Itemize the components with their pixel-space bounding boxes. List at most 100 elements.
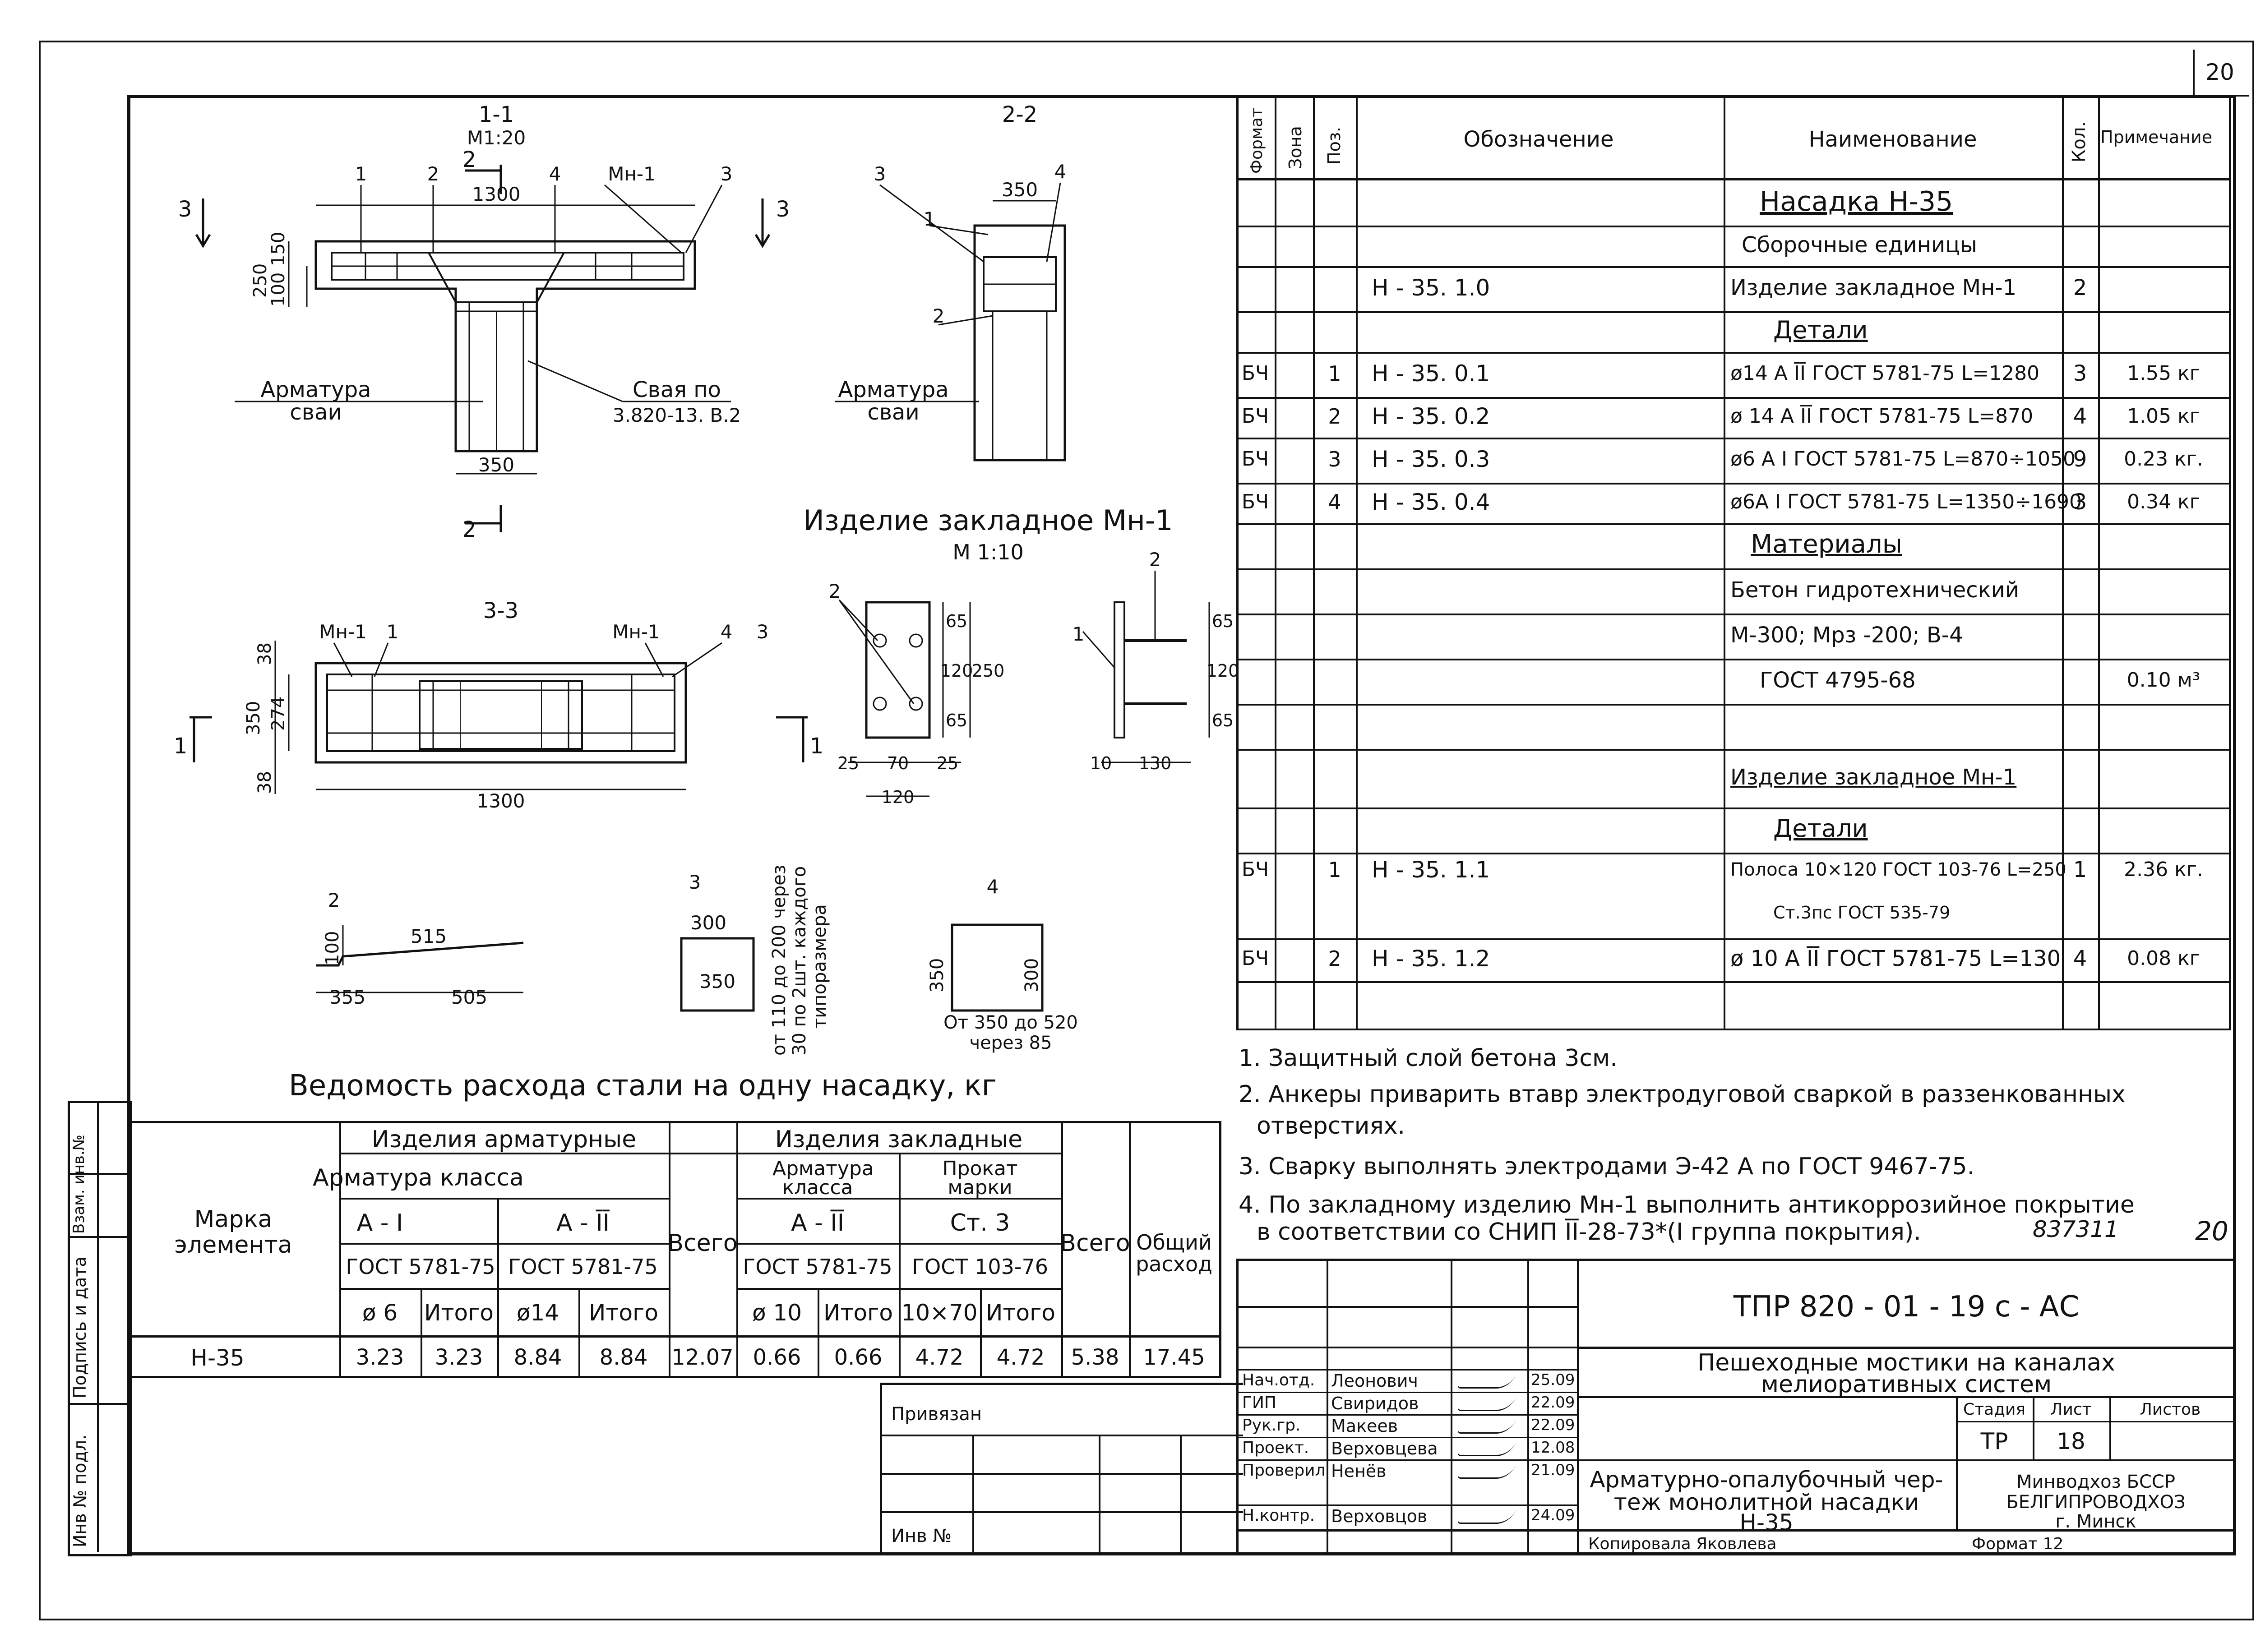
margin-sign-label: Подпись и дата — [70, 1256, 90, 1398]
spec-cell: 0.34 кг — [2127, 490, 2200, 513]
signer-cell: Нач.отд. — [1242, 1371, 1315, 1389]
signer-cell: 22.09 — [1531, 1416, 1575, 1434]
sec11-h250: 250 — [250, 263, 271, 298]
bar3-note2: 30 по 2шт. каждого — [789, 866, 810, 1056]
title-block: ТПР 820 - 01 - 19 с - АС Пешеходные мост… — [1236, 1259, 2233, 1554]
tb-stage: ТР — [1980, 1428, 2008, 1454]
st-h-itogo1: Итого — [424, 1300, 494, 1326]
signature — [1456, 1464, 1517, 1479]
signature — [1456, 1374, 1517, 1389]
signer-cell: Н.контр. — [1242, 1506, 1315, 1525]
bar3-note3: типоразмера — [809, 904, 830, 1029]
tb-sheet: 18 — [2057, 1428, 2085, 1454]
spec-h-zone: Зона — [1285, 126, 1305, 169]
emb-side-d130: 130 — [1139, 753, 1172, 773]
st-h-total2: Всего — [1060, 1230, 1130, 1257]
sec11-w1300: 1300 — [472, 183, 521, 205]
bar4-d350: 350 — [927, 958, 948, 992]
spec-cell: БЧ — [1241, 858, 1269, 881]
st-h-gost2: ГОСТ 5781-75 — [508, 1255, 658, 1279]
spec-h-pos: Поз. — [1324, 126, 1344, 165]
emb-side-d65b: 65 — [1212, 711, 1234, 730]
signer-cell: 24.09 — [1531, 1506, 1575, 1524]
st-h-d6: ø 6 — [362, 1300, 398, 1326]
sec11-cut3l: 3 — [178, 197, 192, 222]
sec11-rebar: Арматура — [260, 377, 371, 402]
tb-dwg-title3: Н-35 — [1739, 1509, 1794, 1536]
st-row-v4: 8.84 — [599, 1345, 648, 1370]
bar2-d100: 100 — [322, 931, 343, 965]
tb-sheet-h: Лист — [2050, 1400, 2092, 1419]
signer-cell: Рук.гр. — [1242, 1416, 1301, 1435]
spec-cell: Детали — [1773, 814, 1868, 843]
emb-d120: 120 — [940, 661, 973, 681]
spec-cell: 1 — [2073, 857, 2087, 882]
st-h-mark: Марка элемента — [174, 1206, 292, 1259]
signer-cell: Проект. — [1242, 1439, 1309, 1457]
bar4-note2: через 85 — [969, 1033, 1052, 1053]
st-row-v6: 0.66 — [753, 1345, 801, 1370]
st-h-a2: А - ĪĪ — [556, 1209, 610, 1237]
spec-cell: 4 — [2073, 946, 2087, 972]
spec-cell: 2 — [1328, 946, 1341, 971]
note-4: 4. По закладному изделию Мн-1 выполнить … — [1239, 1191, 2135, 1218]
sec22-rebar: Арматура — [838, 377, 948, 402]
tb-copied: Копировала Яковлева — [1588, 1535, 1777, 1553]
sec33-d1300: 1300 — [477, 790, 525, 812]
signer-cell: ГИП — [1242, 1394, 1276, 1412]
signer-cell: Верховцов — [1331, 1506, 1428, 1526]
margin-inv-label: Инв № подл. — [70, 1434, 90, 1547]
st-h-gost3: ГОСТ 5781-75 — [743, 1255, 892, 1279]
spec-cell: Полоса 10×120 ГОСТ 103-76 L=250 — [1730, 859, 2066, 880]
spec-cell: Детали — [1773, 316, 1868, 345]
sec11-h100: 100 — [268, 272, 289, 307]
inner-frame — [127, 95, 2236, 1555]
signature — [1456, 1509, 1517, 1524]
st-h-st3: Ст. 3 — [950, 1209, 1010, 1237]
sec11-title: 1-1 — [479, 102, 514, 127]
spec-cell: Бетон гидротехнический — [1730, 577, 2020, 603]
st-h-rolled: Прокат марки — [942, 1157, 1018, 1199]
spec-cell: Н - 35. 0.1 — [1372, 360, 1490, 387]
tb-org3: г. Минск — [2055, 1511, 2136, 1532]
sec22-pos4: 4 — [1054, 161, 1067, 183]
notes: 1. Защитный слой бетона 3см. 2. Анкеры п… — [1239, 1038, 2231, 1254]
spec-cell: 0.08 кг — [2127, 947, 2200, 970]
sec11-pos4: 4 — [549, 163, 561, 185]
sec22-title: 2-2 — [1002, 102, 1037, 127]
sec22-w350: 350 — [1002, 179, 1038, 201]
bar2-d355: 355 — [329, 986, 365, 1008]
spec-cell: Н - 35. 1.0 — [1372, 274, 1490, 301]
spec-cell: 2 — [1328, 404, 1341, 429]
spec-cell: 2.36 кг. — [2124, 858, 2203, 881]
sec22-rebar2: сваи — [867, 400, 919, 425]
corner-sheet-number: 20 — [2205, 59, 2234, 85]
sec33-pos3: 3 — [757, 621, 769, 643]
emb-side-pos1: 1 — [1073, 623, 1085, 645]
spec-cell: ø 10 А ĪĪ ГОСТ 5781-75 L=130 — [1730, 946, 2061, 972]
spec-cell: БЧ — [1241, 361, 1269, 385]
tb-dwg-title1: Арматурно-опалубочный чер- — [1590, 1467, 1943, 1493]
sec11-pos3: 3 — [721, 163, 733, 185]
signer-cell: Проверил — [1242, 1461, 1326, 1480]
st-row-v11: 17.45 — [1143, 1345, 1205, 1370]
sec33-d38a: 38 — [254, 642, 275, 665]
emb-d25b: 25 — [937, 753, 958, 773]
inv-handwritten: 837311 — [2033, 1216, 2119, 1242]
spec-cell: 0.10 м³ — [2127, 668, 2201, 692]
st-h-d14: ø14 — [516, 1300, 559, 1326]
spec-cell: Изделие закладное Мн-1 — [1730, 275, 2017, 300]
sec11-rebar2: сваи — [290, 400, 342, 425]
sec11-pos1: 1 — [355, 163, 367, 185]
spec-cell: Материалы — [1751, 530, 1902, 559]
note-3: 3. Сварку выполнять электродами Э-42 А п… — [1239, 1153, 1975, 1180]
signature — [1456, 1441, 1517, 1456]
sec33-cut1b: 1 — [810, 734, 824, 759]
emb-d250: 250 — [972, 661, 1005, 681]
emb-d65a: 65 — [946, 611, 967, 631]
spec-cell: Сборочные единицы — [1742, 232, 1977, 258]
spec-cell: 4 — [1328, 489, 1341, 514]
spec-cell: 1.55 кг — [2127, 361, 2200, 385]
spec-cell: БЧ — [1241, 947, 1269, 970]
outer-frame — [39, 41, 2254, 1620]
